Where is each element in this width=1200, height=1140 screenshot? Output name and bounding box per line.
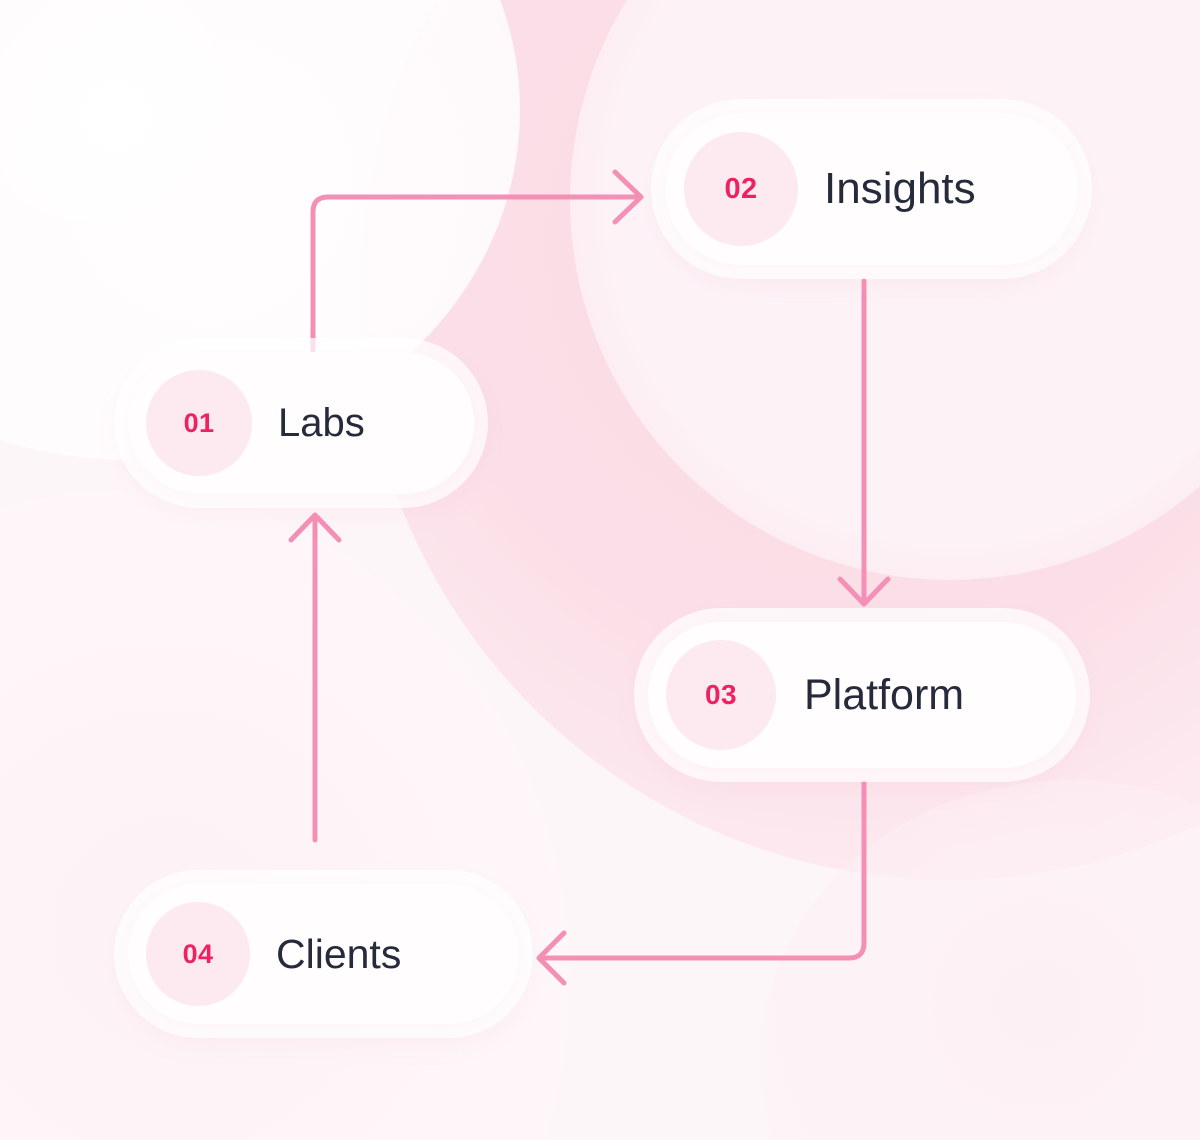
connector-labs-to-insights <box>310 169 644 353</box>
node-clients-number: 04 <box>146 902 250 1006</box>
node-platform-number: 03 <box>666 640 776 750</box>
connector-insights-to-platform <box>837 278 891 607</box>
node-labs-number: 01 <box>146 370 252 476</box>
node-labs[interactable]: 01 Labs <box>128 352 474 494</box>
connector-platform-to-clients <box>536 780 867 986</box>
node-insights-number: 02 <box>684 132 798 246</box>
arrowhead-down-icon <box>837 576 891 607</box>
arrowhead-right-icon <box>612 169 644 225</box>
node-labs-label: Labs <box>278 400 365 445</box>
node-insights[interactable]: 02 Insights <box>665 113 1078 265</box>
arrowhead-left-icon <box>536 930 567 986</box>
node-platform[interactable]: 03 Platform <box>648 622 1076 768</box>
node-clients[interactable]: 04 Clients <box>128 884 519 1024</box>
node-insights-label: Insights <box>824 164 976 213</box>
arrowhead-up-icon <box>288 512 342 543</box>
connector-clients-to-labs <box>288 512 342 843</box>
node-platform-label: Platform <box>804 670 965 719</box>
node-clients-label: Clients <box>276 930 402 977</box>
